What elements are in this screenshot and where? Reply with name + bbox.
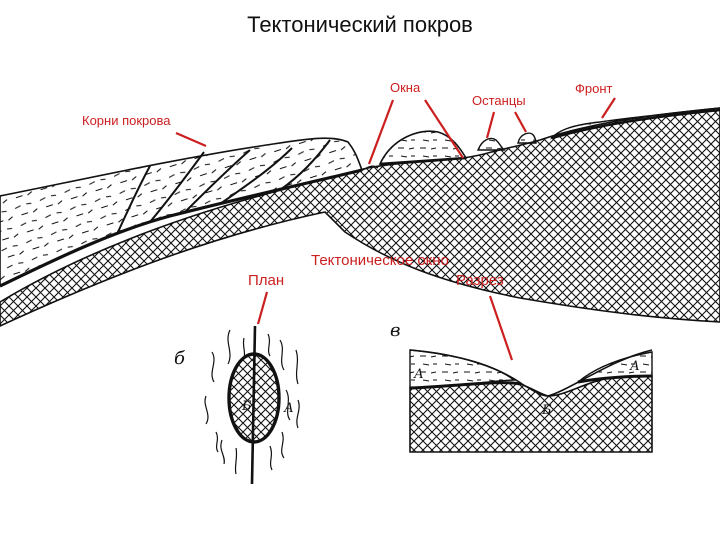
plan-label-b: Б — [241, 399, 252, 414]
section-label-b: Б — [541, 403, 552, 418]
arrow-section — [488, 295, 514, 361]
section-thrust-left — [409, 381, 521, 390]
arrow-roots — [175, 131, 207, 148]
arrow-window-2 — [424, 99, 464, 159]
plan-view: б Б А — [174, 325, 300, 485]
label-front: Фронт — [575, 81, 613, 96]
label-roots: Корни покрова — [82, 113, 171, 128]
arrow-outlier-1 — [485, 111, 496, 139]
label-section: Разрез — [456, 272, 504, 289]
section-basement — [409, 375, 653, 453]
section-view: в А А Б — [390, 320, 653, 453]
callouts: Корни покрова Окна Останцы Фронт Тектони… — [82, 80, 616, 361]
plan-fault-line — [250, 325, 257, 485]
main-cross-section — [0, 107, 720, 327]
label-outliers: Останцы — [472, 93, 526, 108]
arrow-front — [601, 97, 616, 119]
section-label-a-right: А — [629, 359, 640, 374]
outlier-small-1 — [476, 137, 506, 151]
label-tectonic-window: Тектоническое окно — [311, 252, 449, 269]
arrow-plan — [256, 291, 269, 325]
window-notch — [361, 165, 379, 171]
internal-thrust-slices — [117, 139, 331, 233]
plan-label-a: А — [283, 401, 294, 416]
arrow-outlier-2 — [514, 111, 527, 133]
page-title: Тектонический покров — [247, 12, 473, 37]
label-windows: Окна — [390, 80, 421, 95]
section-thrust-right — [577, 374, 653, 384]
section-surface — [409, 349, 653, 397]
thrust-plane — [0, 168, 363, 288]
label-plan: План — [248, 272, 284, 289]
plan-figure-letter: б — [174, 348, 186, 369]
arrow-window-1 — [367, 99, 395, 165]
section-label-a-left: А — [413, 367, 424, 382]
outlier-small-2 — [517, 132, 537, 144]
section-figure-letter: в — [390, 320, 400, 341]
